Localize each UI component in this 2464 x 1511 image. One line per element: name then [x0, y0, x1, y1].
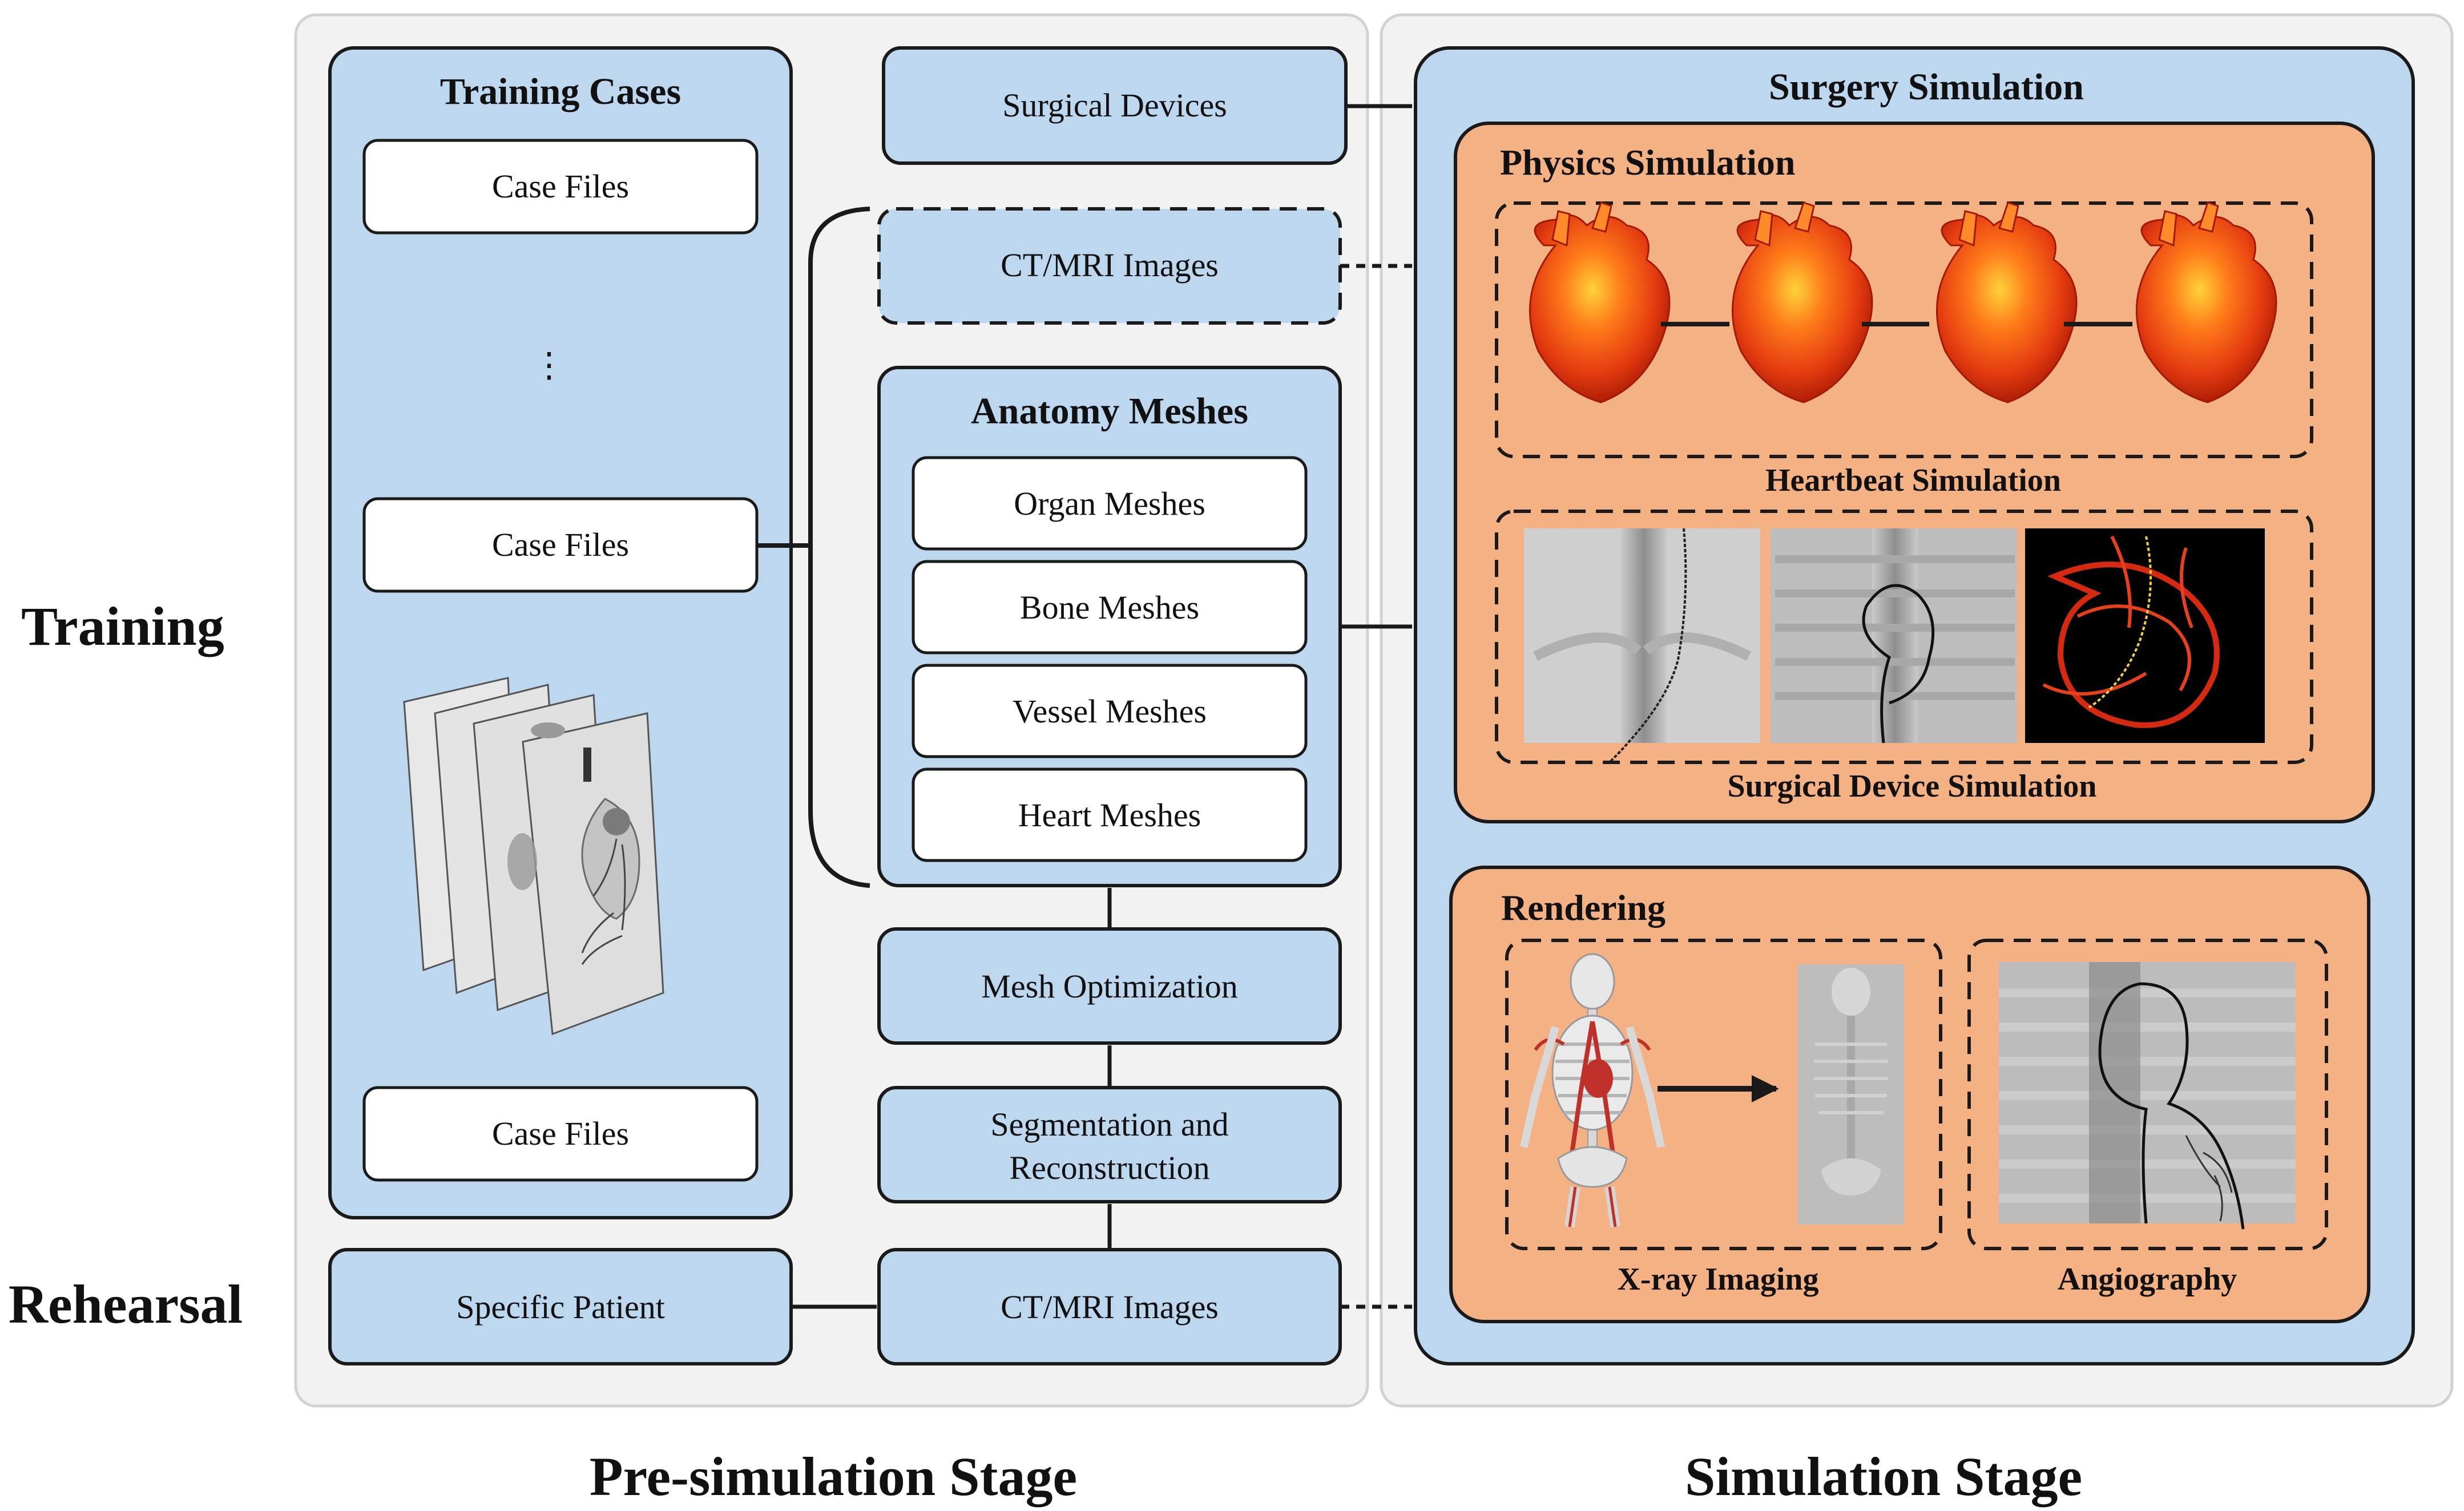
device-simulation-frame — [1495, 510, 2313, 764]
anatomy-meshes-title: Anatomy Meshes — [971, 390, 1248, 432]
xray-output-image — [1798, 964, 1904, 1225]
bone-meshes-box — [912, 560, 1308, 655]
case-files-label-2: Case Files — [492, 526, 629, 563]
vessel-meshes-box — [912, 664, 1308, 758]
segmentation-label-line2: Reconstruction — [1009, 1149, 1209, 1186]
case-files-box-1 — [362, 139, 759, 235]
angiography-image — [1999, 962, 2296, 1230]
simulation-stage-label: Simulation Stage — [1685, 1446, 2082, 1507]
heart-frame-3 — [1936, 201, 2078, 403]
segmentation-label-line1: Segmentation and — [990, 1106, 1228, 1143]
heart-meshes-box — [912, 767, 1308, 862]
case-files-box-3 — [362, 1086, 759, 1182]
organ-meshes-label: Organ Meshes — [1014, 485, 1205, 522]
case-files-label-1: Case Files — [492, 168, 629, 205]
physics-simulation-title: Physics Simulation — [1500, 142, 1795, 183]
angiography-caption: Angiography — [2058, 1262, 2237, 1297]
case-files-ellipsis: ⋮ — [532, 346, 566, 384]
case-to-meshes-bracket — [808, 207, 870, 888]
mesh-optimization-label: Mesh Optimization — [981, 968, 1237, 1005]
rehearsal-label: Rehearsal — [9, 1274, 243, 1335]
device-simulation-caption: Surgical Device Simulation — [1727, 769, 2096, 804]
xray-imaging-frame — [1505, 939, 1942, 1250]
surgery-simulation-title: Surgery Simulation — [1769, 66, 2084, 108]
heart-frame-1 — [1529, 201, 1671, 403]
heart-frame-4 — [2136, 201, 2277, 403]
case-files-label-3: Case Files — [492, 1115, 629, 1152]
bone-meshes-label: Bone Meshes — [1020, 589, 1199, 626]
heart-meshes-label: Heart Meshes — [1018, 797, 1201, 834]
pre-simulation-stage-label: Pre-simulation Stage — [590, 1446, 1077, 1507]
device-sim-vessels — [2025, 528, 2265, 743]
angiography-frame — [1967, 939, 2328, 1250]
ct-mri-training-label: CT/MRI Images — [1001, 247, 1219, 284]
skeleton-model-image — [1520, 953, 1665, 1228]
heart-frame-2 — [1732, 201, 1873, 403]
ct-slices-stack-image — [403, 677, 664, 1036]
ct-mri-rehearsal-label: CT/MRI Images — [1001, 1288, 1219, 1326]
training-cases-title: Training Cases — [440, 71, 681, 112]
rendering-title: Rendering — [1501, 887, 1665, 928]
training-label: Training — [21, 596, 224, 657]
surgical-devices-label: Surgical Devices — [1002, 87, 1227, 124]
device-sim-xray-2 — [1771, 528, 2017, 744]
device-sim-xray-1 — [1524, 528, 1760, 763]
organ-meshes-box — [912, 456, 1308, 551]
heartbeat-caption: Heartbeat Simulation — [1765, 463, 2061, 498]
specific-patient-label: Specific Patient — [456, 1288, 665, 1326]
xray-imaging-caption: X-ray Imaging — [1617, 1262, 1818, 1297]
vessel-meshes-label: Vessel Meshes — [1013, 693, 1207, 730]
heartbeat-frame — [1495, 201, 2313, 458]
